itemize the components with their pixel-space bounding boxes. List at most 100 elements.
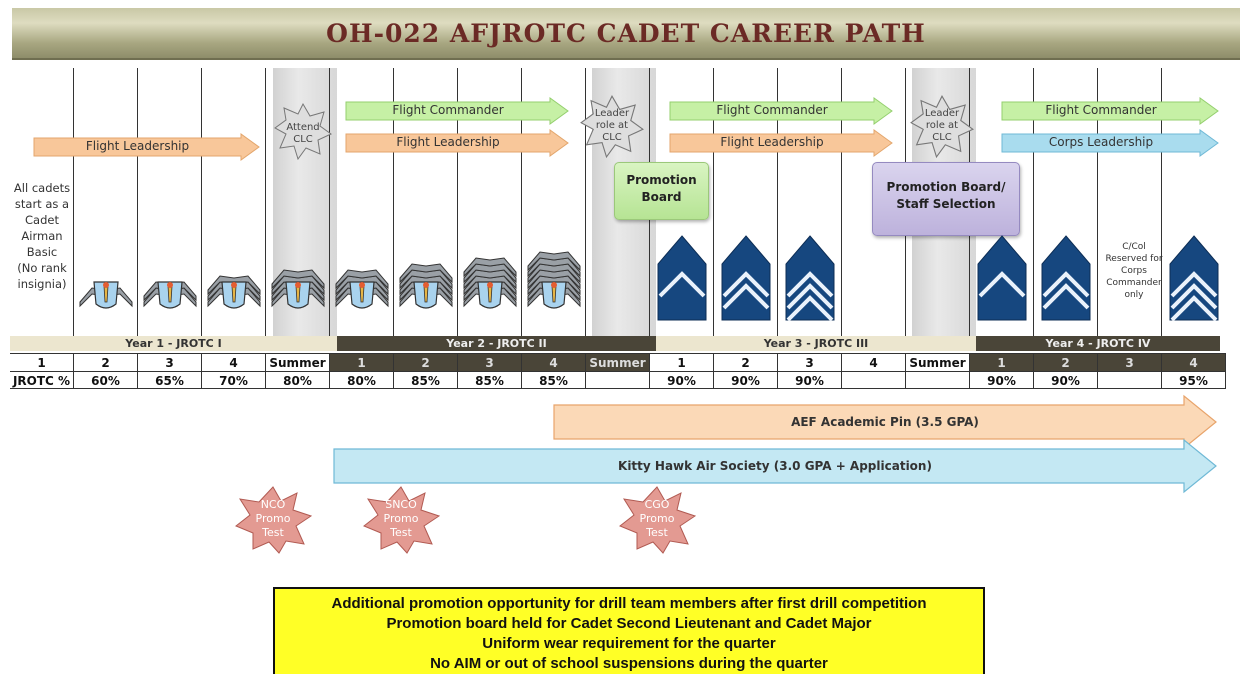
quarter-cell: Summer xyxy=(586,353,650,371)
percent-cell: 90% xyxy=(650,371,714,389)
column-divider xyxy=(201,68,202,336)
notice-line: Promotion board held for Cadet Second Li… xyxy=(386,615,872,632)
column-divider xyxy=(457,68,458,336)
percent-cell xyxy=(586,371,650,389)
arrow-y4-flight-commander: Flight Commander xyxy=(1001,97,1219,125)
title-banner: OH-022 AFJROTC CADET CAREER PATH xyxy=(12,8,1240,60)
column-divider xyxy=(265,68,266,336)
rank-insignia-cadet-senior-master-sergeant xyxy=(462,228,518,328)
percent-cell: 90% xyxy=(1034,371,1098,389)
arrow-y1-flight-leadership: Flight Leadership xyxy=(33,133,260,161)
column-divider xyxy=(713,68,714,336)
quarter-cell: 4 xyxy=(202,353,266,371)
column-divider xyxy=(521,68,522,336)
star-leader-role-clc-1: Leader role at CLC xyxy=(580,94,644,158)
quarter-cell: 3 xyxy=(138,353,202,371)
column-divider xyxy=(329,68,330,336)
aef-academic-pin-arrow: AEF Academic Pin (3.5 GPA) xyxy=(553,394,1217,450)
star-label: Leader role at CLC xyxy=(594,108,630,143)
nco-promo-test-star: NCO Promo Test xyxy=(234,486,312,554)
year-band-3: Year 3 - JROTC III xyxy=(656,336,976,351)
percent-cell xyxy=(842,371,906,389)
aef-academic-pin-label: AEF Academic Pin (3.5 GPA) xyxy=(791,415,979,429)
rank-insignia-cadet-second-lieutenant xyxy=(654,228,710,328)
test-star-label: NCO Promo Test xyxy=(255,498,291,539)
arrow-label: Flight Leadership xyxy=(720,135,824,149)
percent-cell: 90% xyxy=(714,371,778,389)
arrow-y2-flight-leadership: Flight Leadership xyxy=(345,129,569,157)
percent-cell: 90% xyxy=(970,371,1034,389)
test-star-label: SNCO Promo Test xyxy=(383,498,419,539)
arrow-label: Flight Commander xyxy=(716,103,828,117)
promotion-board-callout: Promotion Board xyxy=(614,162,709,220)
rank-insignia-cadet-airman-first-class xyxy=(142,228,198,328)
percent-cell: 80% xyxy=(266,371,330,389)
arrow-label: Flight Commander xyxy=(1045,103,1157,117)
rank-insignia-cadet-colonel xyxy=(1166,228,1222,328)
arrow-y2-flight-commander: Flight Commander xyxy=(345,97,569,125)
percent-cell: 85% xyxy=(394,371,458,389)
quarter-cell: 2 xyxy=(714,353,778,371)
quarter-cell: 2 xyxy=(394,353,458,371)
column-divider xyxy=(1161,68,1162,336)
year-band-1: Year 1 - JROTC I xyxy=(10,336,337,351)
notice-line: No AIM or out of school suspensions duri… xyxy=(430,655,828,672)
rank-insignia-cadet-senior-airman xyxy=(206,228,262,328)
quarter-cell: 2 xyxy=(1034,353,1098,371)
rank-insignia-cadet-staff-sergeant xyxy=(270,228,326,328)
test-star-label: CGO Promo Test xyxy=(639,498,675,539)
column-divider xyxy=(841,68,842,336)
percent-cell: 60% xyxy=(74,371,138,389)
percent-cell xyxy=(906,371,970,389)
notice-line: Uniform wear requirement for the quarter xyxy=(482,635,776,652)
star-label: Leader role at CLC xyxy=(924,108,960,143)
arrow-y3-flight-leadership: Flight Leadership xyxy=(669,129,893,157)
arrow-y3-flight-commander: Flight Commander xyxy=(669,97,893,125)
column-divider xyxy=(393,68,394,336)
arrow-y4-corps-leadership: Corps Leadership xyxy=(1001,129,1219,157)
star-leader-role-clc-2: Leader role at CLC xyxy=(910,94,974,158)
arrow-label: Corps Leadership xyxy=(1048,135,1154,149)
quarter-cell: 3 xyxy=(1098,353,1162,371)
quarter-cell: 1 xyxy=(650,353,714,371)
page-title: OH-022 AFJROTC CADET CAREER PATH xyxy=(326,19,926,48)
cadet-start-note: All cadets start as a Cadet Airman Basic… xyxy=(13,181,71,291)
promotion-staff-callout: Promotion Board/ Staff Selection xyxy=(872,162,1020,236)
percent-cell: 85% xyxy=(458,371,522,389)
rank-insignia-cadet-major xyxy=(974,228,1030,328)
column-divider xyxy=(1097,68,1098,336)
percent-cell: 95% xyxy=(1162,371,1226,389)
star-label: Attend CLC xyxy=(286,122,320,145)
column-divider xyxy=(73,68,74,336)
quarter-cell: 2 xyxy=(74,353,138,371)
quarter-cell: 4 xyxy=(1162,353,1226,371)
quarter-cell: 4 xyxy=(522,353,586,371)
rank-insignia-cadet-master-sergeant xyxy=(398,228,454,328)
arrow-label: Flight Leadership xyxy=(85,139,190,153)
percent-cell: 90% xyxy=(778,371,842,389)
col-reserved-note: C/Col Reserved for Corps Commander only xyxy=(1105,242,1163,300)
year-band-4: Year 4 - JROTC IV xyxy=(976,336,1220,351)
quarter-cell: 1 xyxy=(970,353,1034,371)
kitty-hawk-label: Kitty Hawk Air Society (3.0 GPA + Applic… xyxy=(618,459,932,473)
rank-insignia-cadet-lieutenant-colonel xyxy=(1038,228,1094,328)
quarter-cell: 1 xyxy=(330,353,394,371)
percent-cell: 65% xyxy=(138,371,202,389)
rank-insignia-cadet-first-lieutenant xyxy=(718,228,774,328)
quarter-cell: 3 xyxy=(778,353,842,371)
quarter-cell: 3 xyxy=(458,353,522,371)
percent-cell: 85% xyxy=(522,371,586,389)
cgo-promo-test-star: CGO Promo Test xyxy=(618,486,696,554)
quarter-cell: Summer xyxy=(906,353,970,371)
arrow-label: Flight Commander xyxy=(392,103,504,117)
star-attend-clc: Attend CLC xyxy=(274,102,332,160)
percent-cell: 80% xyxy=(330,371,394,389)
career-grid: Flight Leadership Attend CLC Flight Comm… xyxy=(10,68,1226,390)
snco-promo-test-star: SNCO Promo Test xyxy=(362,486,440,554)
percent-cell xyxy=(1098,371,1162,389)
year-band-2: Year 2 - JROTC II xyxy=(337,336,656,351)
requirements-notice: Additional promotion opportunity for dri… xyxy=(273,587,985,674)
arrow-label: Flight Leadership xyxy=(396,135,500,149)
column-divider xyxy=(585,68,586,336)
rank-insignia-cadet-chief-master-sergeant xyxy=(526,228,582,328)
